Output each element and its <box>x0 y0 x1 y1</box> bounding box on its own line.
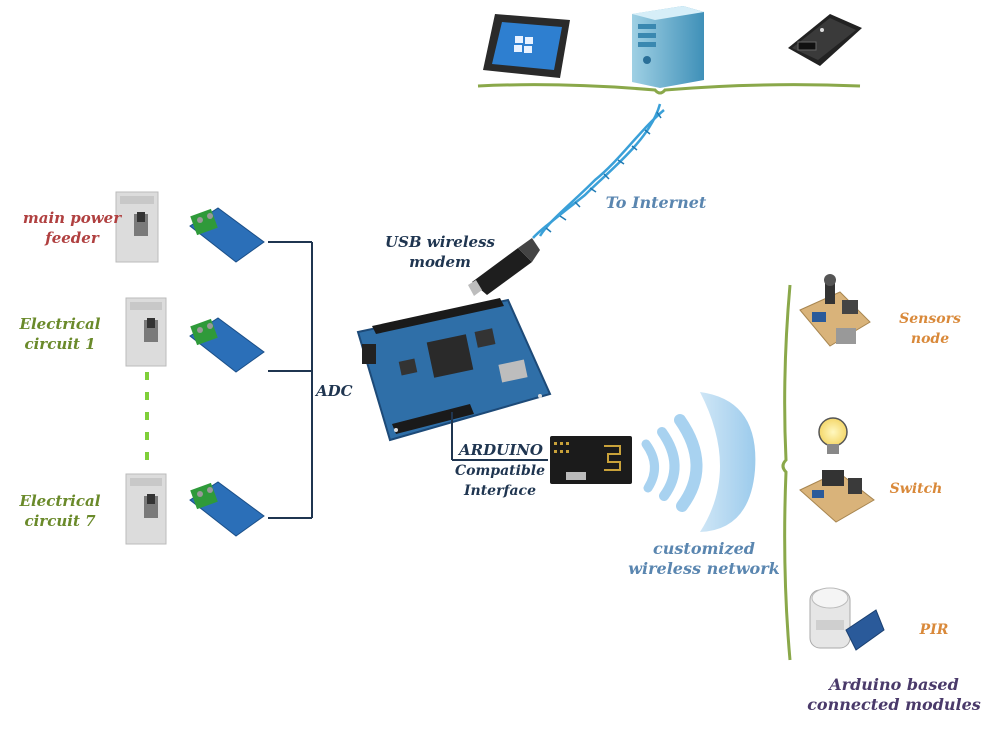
circuit-breaker-icon <box>115 191 159 263</box>
fpga-board-icon <box>356 298 552 442</box>
current-sensor-icon <box>189 207 265 263</box>
power-bank-icon <box>788 14 862 66</box>
label-electrical-circuit-1: Electrical circuit 1 <box>19 315 101 353</box>
usb-modem-icon <box>468 238 540 296</box>
pir-sensor-icon <box>809 587 885 651</box>
adc-bus <box>268 241 313 519</box>
circuit-breaker-icon <box>125 297 167 367</box>
label-electrical-circuit-7: Electrical circuit 7 <box>19 492 101 530</box>
label-adc: ADC <box>316 382 353 400</box>
label-arduino: ARDUINO <box>459 441 543 459</box>
label-arduino-based-modules: Arduino based connected modules <box>807 675 981 714</box>
sensor-node-icon <box>799 274 871 347</box>
tablet-icon <box>483 14 570 78</box>
switch-board-icon <box>799 470 875 523</box>
label-sensors-node: Sensors node <box>899 311 961 347</box>
top-bracket <box>477 83 861 95</box>
label-compatible-interface: Compatible Interface <box>455 463 545 499</box>
label-customized-wireless-network: customized wireless network <box>628 539 780 578</box>
rf-transceiver-icon <box>550 436 632 484</box>
label-switch: Switch <box>889 481 943 497</box>
wireless-waves-icon <box>641 392 756 532</box>
modules-bracket <box>781 284 792 661</box>
label-pir: PIR <box>919 622 949 638</box>
current-sensor-icon <box>189 481 265 537</box>
label-to-internet: To Internet <box>605 193 707 212</box>
label-main-power-feeder: main power feeder <box>22 209 122 247</box>
circuit-breaker-icon <box>125 473 167 545</box>
internet-link-icon <box>532 103 665 239</box>
desktop-tower-icon <box>632 6 704 88</box>
light-bulb-icon <box>818 417 848 454</box>
current-sensor-icon <box>189 317 265 373</box>
label-usb-wireless-modem: USB wireless modem <box>384 233 495 271</box>
